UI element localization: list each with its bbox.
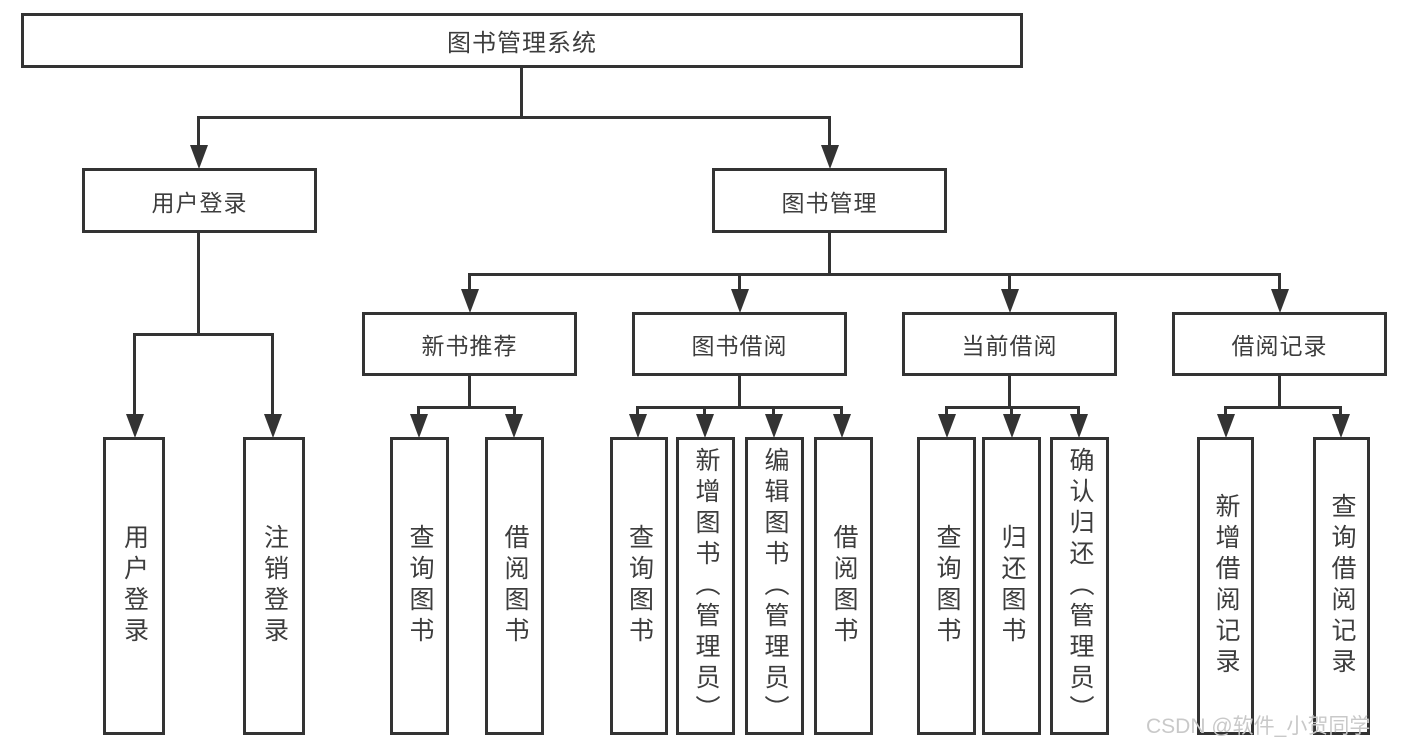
connector-drop	[703, 406, 706, 416]
connector-new-book-rail	[417, 406, 516, 409]
leaf-logout: 注销登录	[243, 437, 305, 735]
arrow-down-icon	[696, 414, 714, 438]
connector-drop	[468, 273, 471, 291]
connector-root-stem	[520, 68, 523, 119]
leaf-borrow-borrow-books-label: 借阅图书	[830, 524, 858, 648]
connector-drop	[1077, 406, 1080, 416]
connector-drop	[513, 406, 516, 416]
connector-drop	[1224, 406, 1227, 416]
leaf-current-confirm-return-admin-label: 确认归还（管理员）	[1066, 446, 1094, 726]
arrow-down-icon	[1070, 414, 1088, 438]
arrow-down-icon	[190, 145, 208, 169]
arrow-down-icon	[410, 414, 428, 438]
arrow-down-icon	[505, 414, 523, 438]
leaf-current-return-books-label: 归还图书	[998, 524, 1026, 648]
connector-book-borrow-rail	[636, 406, 843, 409]
node-library-system-label: 图书管理系统	[447, 30, 597, 57]
connector-drop	[772, 406, 775, 416]
leaf-borrow-query-books-label: 查询图书	[625, 524, 654, 648]
node-current-borrow-label: 当前借阅	[961, 333, 1058, 359]
connector-drop	[1278, 273, 1281, 291]
connector-drop	[840, 406, 843, 416]
arrow-down-icon	[264, 414, 282, 438]
node-new-book-recommend-label: 新书推荐	[421, 333, 518, 359]
connector-drop	[1339, 406, 1342, 416]
leaf-newbook-borrow-books: 借阅图书	[485, 437, 544, 735]
leaf-borrow-borrow-books: 借阅图书	[814, 437, 873, 735]
leaf-borrow-edit-books-admin: 编辑图书（管理员）	[745, 437, 804, 735]
leaf-records-add-record: 新增借阅记录	[1197, 437, 1254, 735]
connector-current-borrow-stem	[1008, 376, 1011, 409]
arrow-down-icon	[731, 289, 749, 313]
arrow-down-icon	[461, 289, 479, 313]
node-user-login: 用户登录	[82, 168, 317, 233]
arrow-down-icon	[629, 414, 647, 438]
node-library-system: 图书管理系统	[21, 13, 1023, 68]
leaf-newbook-borrow-books-label: 借阅图书	[501, 524, 529, 648]
connector-drop	[133, 333, 136, 415]
connector-user-login-stem	[197, 233, 200, 336]
node-book-borrow-label: 图书借阅	[691, 333, 788, 359]
arrow-down-icon	[938, 414, 956, 438]
leaf-logout-label: 注销登录	[260, 524, 289, 648]
connector-user-login-rail	[133, 333, 274, 336]
leaf-user-login-label: 用户登录	[120, 524, 149, 648]
leaf-current-confirm-return-admin: 确认归还（管理员）	[1050, 437, 1109, 735]
arrow-down-icon	[833, 414, 851, 438]
leaf-borrow-add-books-admin: 新增图书（管理员）	[676, 437, 735, 735]
arrow-down-icon	[1271, 289, 1289, 313]
connector-level3-rail	[468, 273, 1281, 276]
node-book-management-label: 图书管理	[781, 189, 878, 216]
connector-drop	[197, 116, 200, 148]
arrow-down-icon	[1332, 414, 1350, 438]
node-user-login-label: 用户登录	[151, 189, 248, 216]
node-borrow-records: 借阅记录	[1172, 312, 1387, 376]
connector-drop	[1008, 273, 1011, 291]
connector-drop	[636, 406, 639, 416]
leaf-borrow-add-books-admin-label: 新增图书（管理员）	[692, 446, 720, 726]
csdn-watermark: CSDN @软件_小贺同学	[1146, 715, 1371, 738]
connector-borrow-records-rail	[1224, 406, 1342, 409]
node-book-borrow: 图书借阅	[632, 312, 847, 376]
arrow-down-icon	[126, 414, 144, 438]
connector-drop	[738, 273, 741, 291]
leaf-user-login: 用户登录	[103, 437, 165, 735]
node-current-borrow: 当前借阅	[902, 312, 1117, 376]
node-new-book-recommend: 新书推荐	[362, 312, 577, 376]
connector-drop	[945, 406, 948, 416]
connector-new-book-stem	[468, 376, 471, 409]
connector-drop	[828, 116, 831, 148]
node-borrow-records-label: 借阅记录	[1231, 333, 1328, 359]
arrow-down-icon	[765, 414, 783, 438]
leaf-current-return-books: 归还图书	[982, 437, 1041, 735]
connector-drop	[271, 333, 274, 415]
connector-drop	[1010, 406, 1013, 416]
leaf-records-add-record-label: 新增借阅记录	[1212, 493, 1240, 679]
arrow-down-icon	[1001, 289, 1019, 313]
arrow-down-icon	[1217, 414, 1235, 438]
connector-drop	[417, 406, 420, 416]
leaf-current-query-books-label: 查询图书	[933, 524, 961, 648]
leaf-records-query-record: 查询借阅记录	[1313, 437, 1370, 735]
node-book-management: 图书管理	[712, 168, 947, 233]
connector-level2-rail	[197, 116, 831, 119]
connector-book-borrow-stem	[738, 376, 741, 409]
leaf-records-query-record-label: 查询借阅记录	[1328, 493, 1356, 679]
leaf-current-query-books: 查询图书	[917, 437, 976, 735]
connector-borrow-records-stem	[1278, 376, 1281, 409]
leaf-newbook-query-books: 查询图书	[390, 437, 449, 735]
arrow-down-icon	[1003, 414, 1021, 438]
leaf-borrow-edit-books-admin-label: 编辑图书（管理员）	[761, 446, 789, 726]
leaf-borrow-query-books: 查询图书	[610, 437, 668, 735]
arrow-down-icon	[821, 145, 839, 169]
leaf-newbook-query-books-label: 查询图书	[406, 524, 434, 648]
connector-book-mgmt-stem	[828, 233, 831, 276]
